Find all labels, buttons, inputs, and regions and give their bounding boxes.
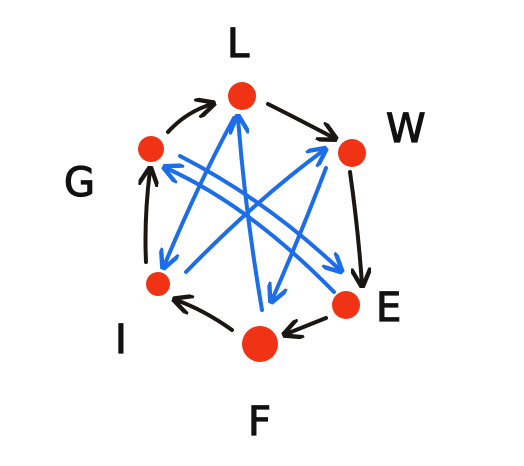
node-labels: L W E F I G bbox=[63, 20, 426, 445]
label-g: G bbox=[64, 160, 95, 206]
edge-e-to-f bbox=[286, 316, 328, 334]
edge-i-to-g bbox=[146, 170, 151, 264]
edge-g-to-e bbox=[178, 154, 340, 270]
label-e: E bbox=[376, 285, 401, 331]
node-w bbox=[338, 139, 366, 167]
edge-f-to-i bbox=[176, 300, 234, 332]
edge-g-to-l bbox=[166, 104, 212, 134]
edge-e-to-g bbox=[166, 168, 336, 294]
edge-l-to-i bbox=[164, 116, 236, 266]
node-g bbox=[138, 136, 164, 162]
edge-w-to-e bbox=[348, 170, 362, 284]
label-i: I bbox=[115, 317, 127, 363]
edge-l-to-w bbox=[266, 102, 334, 138]
node-l bbox=[228, 82, 256, 110]
label-l: L bbox=[227, 21, 250, 67]
edge-i-to-w bbox=[184, 150, 324, 274]
label-f: F bbox=[248, 399, 271, 445]
node-e bbox=[332, 291, 360, 319]
node-i bbox=[146, 272, 170, 296]
node-f bbox=[242, 326, 278, 362]
nodes bbox=[138, 82, 366, 362]
label-w: W bbox=[386, 106, 426, 152]
black-edges bbox=[146, 104, 363, 334]
blue-edges bbox=[164, 116, 340, 312]
